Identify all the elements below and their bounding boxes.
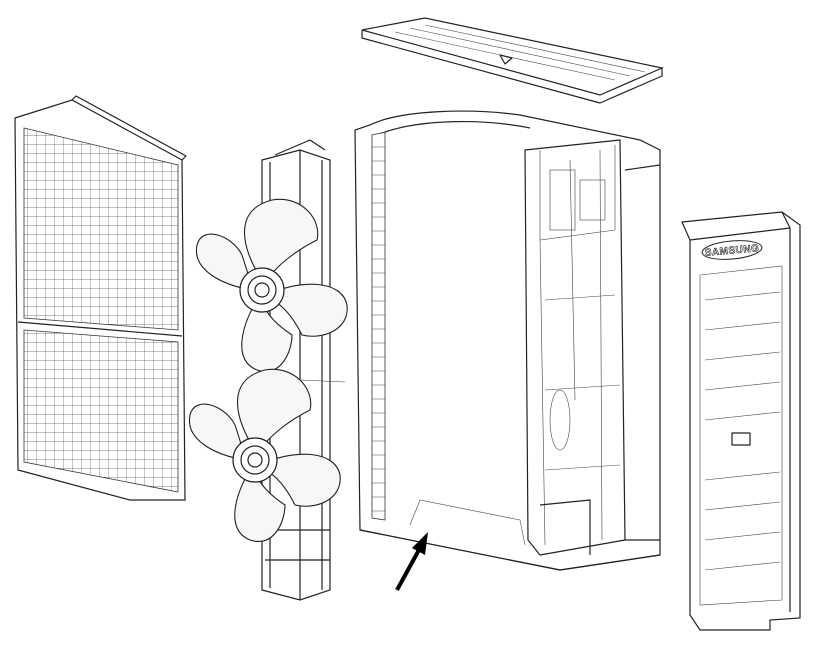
rear-grille-panel: [14, 95, 187, 501]
front-panel: SAMSUNG: [681, 211, 801, 631]
insertion-arrow: [395, 532, 428, 591]
upper-fan: [195, 198, 348, 372]
main-cabinet: [354, 110, 661, 571]
samsung-logo: SAMSUNG: [701, 240, 763, 260]
top-cover: [361, 17, 664, 104]
base-pipe: [342, 573, 512, 629]
lower-fan: [188, 368, 341, 542]
svg-text:SAMSUNG: SAMSUNG: [704, 243, 759, 259]
